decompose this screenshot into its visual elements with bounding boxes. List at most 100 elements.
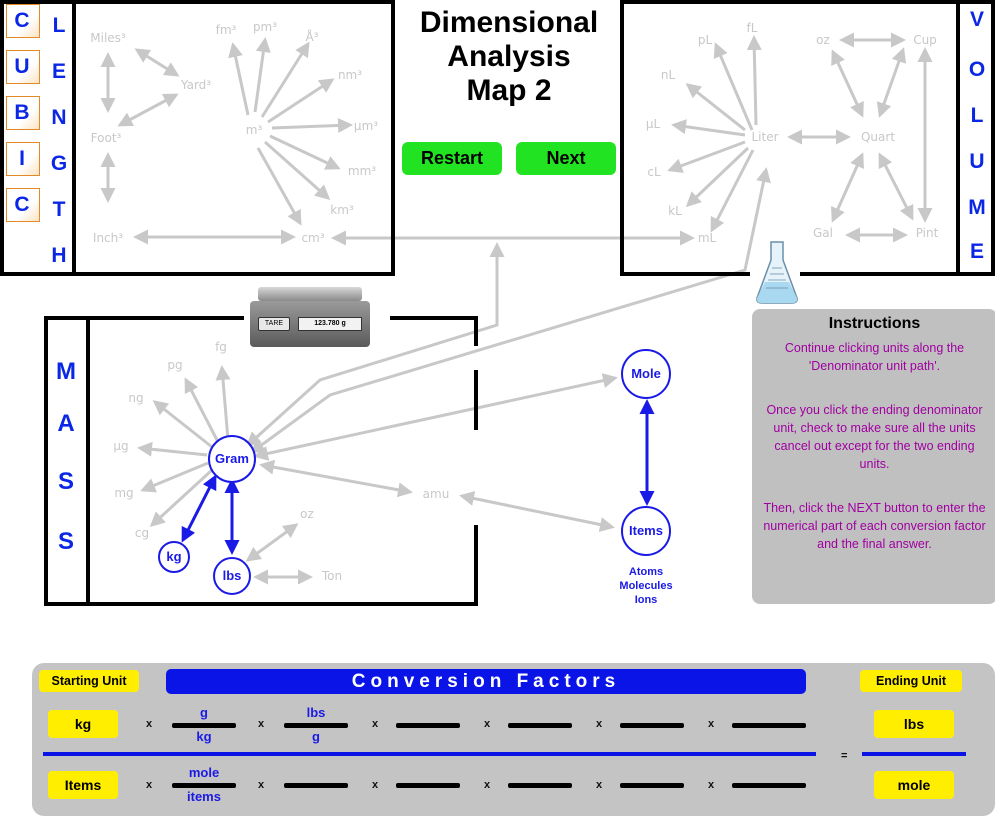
length-letter: L — [52, 14, 66, 37]
factor4-bar[interactable] — [508, 723, 572, 728]
unit-mg[interactable]: mg — [114, 486, 134, 500]
unit-inch3[interactable]: Inch³ — [92, 231, 124, 245]
restart-button[interactable]: Restart — [402, 142, 502, 175]
unit-yard3[interactable]: Yard³ — [180, 78, 212, 92]
unit-liter[interactable]: Liter — [751, 130, 779, 144]
cube-icon: C — [6, 188, 40, 222]
times-sign: x — [372, 779, 379, 791]
flask-icon — [752, 238, 802, 306]
mass-right-edge-low — [474, 525, 478, 606]
particle-types: Atoms Molecules Ions — [606, 565, 686, 607]
title-line: Map 2 — [466, 74, 552, 107]
end-unit-denominator[interactable]: mole — [874, 771, 954, 799]
scale-tare-button: TARE — [258, 317, 290, 331]
unit-a3[interactable]: Å³ — [305, 30, 319, 44]
d-factor2-bar[interactable] — [284, 783, 348, 788]
cube-icon: C — [6, 4, 40, 38]
unit-m3[interactable]: m³ — [245, 123, 263, 137]
unit-cm3[interactable]: cm³ — [301, 231, 325, 245]
d-factor4-bar[interactable] — [508, 783, 572, 788]
cubic-letter: C — [14, 193, 30, 216]
unit-foot3[interactable]: Foot³ — [90, 131, 122, 145]
d-factor5-bar[interactable] — [620, 783, 684, 788]
length-letter: N — [51, 106, 67, 129]
d-factor6-bar[interactable] — [732, 783, 806, 788]
unit-cL[interactable]: cL — [647, 165, 661, 179]
unit-fm3[interactable]: fm³ — [215, 23, 237, 37]
start-unit-denominator[interactable]: Items — [48, 771, 118, 799]
factor6-bar[interactable] — [732, 723, 806, 728]
times-sign: x — [146, 718, 153, 730]
unit-nL[interactable]: nL — [660, 68, 676, 82]
next-button[interactable]: Next — [516, 142, 616, 175]
unit-fg[interactable]: fg — [215, 340, 227, 354]
length-letter: E — [51, 60, 66, 83]
unit-pint[interactable]: Pint — [915, 226, 939, 240]
times-sign: x — [258, 779, 265, 791]
end-unit-numerator[interactable]: lbs — [874, 710, 954, 738]
unit-pm3[interactable]: pm³ — [252, 20, 278, 34]
volume-bottom-edge — [620, 272, 750, 276]
starting-unit-label: Starting Unit — [39, 670, 139, 692]
unit-ton[interactable]: Ton — [321, 569, 343, 583]
unit-gal[interactable]: Gal — [813, 226, 833, 240]
unit-uL[interactable]: µL — [645, 117, 661, 131]
node-lbs[interactable]: lbs — [213, 557, 251, 595]
mass-letter: S — [57, 528, 74, 555]
instructions-paragraph: Continue clicking units along the 'Denom… — [784, 341, 965, 373]
start-unit-numerator[interactable]: kg — [48, 710, 118, 738]
times-sign: x — [708, 779, 715, 791]
unit-oz-volume[interactable]: oz — [816, 33, 830, 47]
unit-km3[interactable]: km³ — [330, 203, 354, 217]
d-factor1-denominator[interactable]: items — [187, 789, 221, 804]
cube-icon: I — [6, 142, 40, 176]
particle-ions: Ions — [634, 594, 658, 606]
unit-amu[interactable]: amu — [422, 487, 450, 501]
cubic-column: C U B I C — [6, 4, 42, 226]
factor2-numerator[interactable]: lbs — [306, 705, 326, 720]
factor5-bar[interactable] — [620, 723, 684, 728]
instructions-panel: Instructions Continue clicking units alo… — [752, 309, 995, 604]
mass-letter: A — [57, 410, 75, 437]
unit-ng[interactable]: ng — [128, 391, 144, 405]
volume-letter: V — [969, 8, 984, 31]
unit-nm3[interactable]: nm³ — [337, 68, 363, 82]
unit-pL[interactable]: pL — [697, 33, 713, 47]
mass-map-frame — [44, 316, 478, 606]
times-sign: x — [258, 718, 265, 730]
mass-right-edge-mid — [474, 370, 478, 430]
unit-um3[interactable]: µm³ — [353, 119, 379, 133]
factor1-denominator[interactable]: kg — [196, 729, 212, 744]
unit-oz-mass[interactable]: oz — [300, 507, 314, 521]
unit-mL[interactable]: mL — [697, 231, 717, 245]
mass-letter: S — [57, 468, 74, 495]
conversion-factors-header: Conversion Factors — [166, 669, 806, 694]
unit-pg[interactable]: pg — [167, 358, 183, 372]
unit-quart[interactable]: Quart — [860, 130, 896, 144]
scale-icon: TARE 123.780 g — [250, 287, 370, 353]
node-gram[interactable]: Gram — [208, 435, 256, 483]
scale-display: 123.780 g — [298, 317, 362, 331]
factor2-denominator[interactable]: g — [312, 729, 320, 744]
d-factor1-bar — [172, 783, 236, 788]
factor3-bar[interactable] — [396, 723, 460, 728]
unit-miles3[interactable]: Miles³ — [90, 31, 126, 45]
unit-cg[interactable]: cg — [134, 526, 150, 540]
unit-ug[interactable]: µg — [113, 439, 129, 453]
unit-fL[interactable]: fL — [746, 21, 758, 35]
unit-cup[interactable]: Cup — [913, 33, 937, 47]
d-factor1-numerator[interactable]: mole — [188, 765, 220, 780]
factor1-numerator[interactable]: g — [200, 705, 208, 720]
mass-top-edge-right — [390, 316, 478, 320]
node-mole[interactable]: Mole — [621, 349, 671, 399]
unit-mm3[interactable]: mm³ — [347, 164, 377, 178]
unit-kL[interactable]: kL — [668, 204, 682, 218]
main-fraction-bar — [43, 752, 816, 756]
node-kg[interactable]: kg — [158, 541, 190, 573]
length-letter: T — [52, 198, 66, 221]
d-factor3-bar[interactable] — [396, 783, 460, 788]
cubic-letter: B — [14, 101, 30, 124]
mass-letter: M — [56, 358, 76, 385]
node-items[interactable]: Items — [621, 506, 671, 556]
